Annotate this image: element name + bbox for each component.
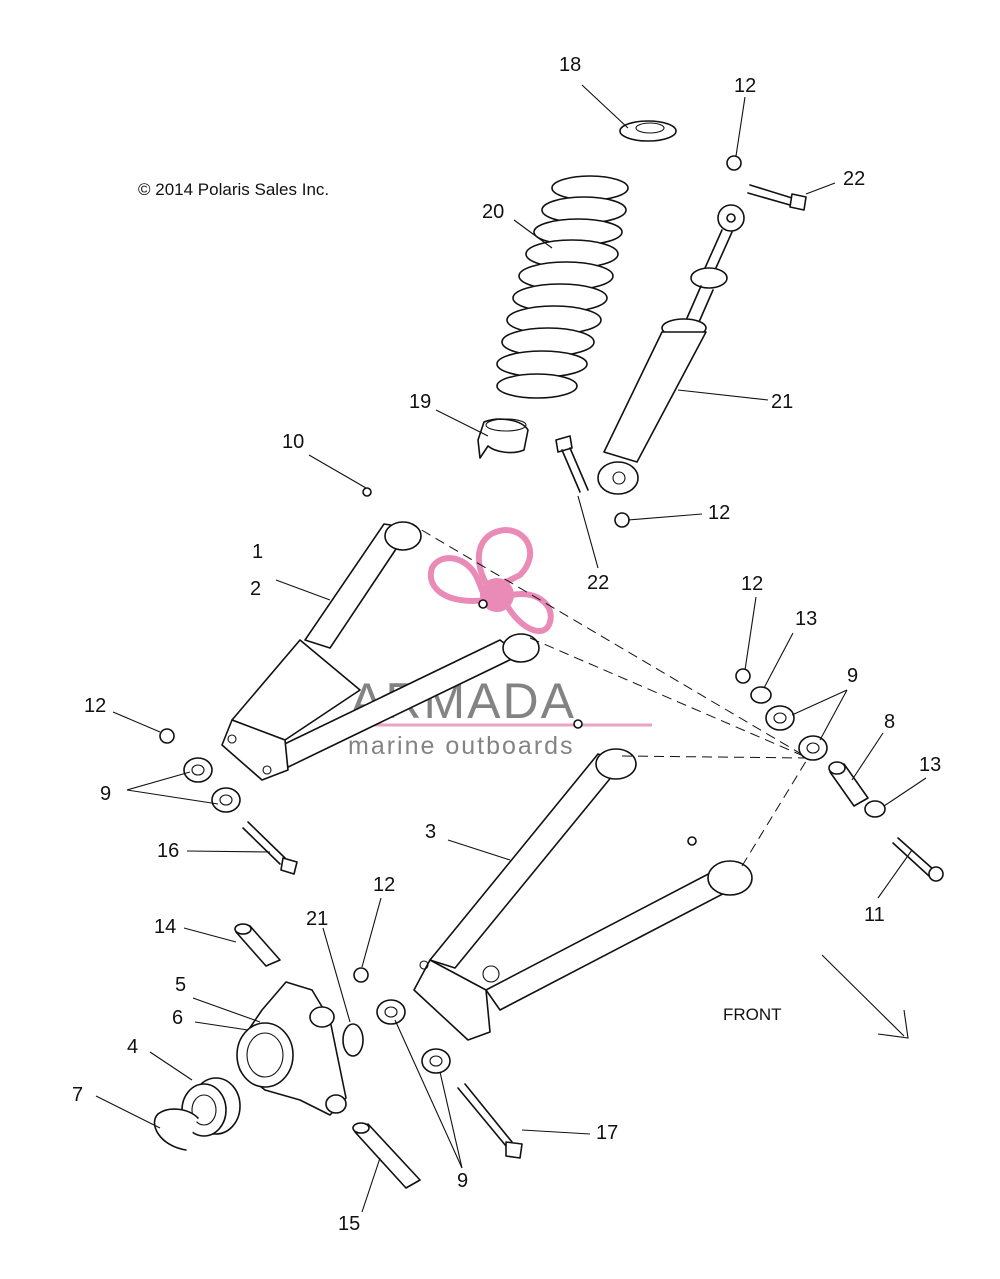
callout-9: 9 [100,783,111,805]
callout-17: 17 [596,1122,618,1144]
alignment-line-4 [741,757,809,867]
nut-knuckle [353,967,369,983]
callout-4: 4 [127,1036,138,1058]
callout-labels: 18 12 22 20 21 19 10 12 1 2 22 12 13 9 1… [72,54,941,1235]
bushing-lower-1 [376,999,406,1025]
bushing-left-1 [183,757,213,783]
callout-15: 15 [338,1213,360,1235]
bushing-left-2 [211,787,241,813]
callout-13: 13 [795,608,817,630]
pin-14 [234,923,281,967]
grease-fitting-right [687,836,697,846]
leader-lines [95,84,927,1213]
callout-9: 9 [457,1170,468,1192]
sleeve [828,761,869,807]
o-ring [342,1023,364,1057]
upper-a-arm [221,521,540,781]
callout-16: 16 [157,840,179,862]
callout-11: 11 [864,904,885,926]
alignment-line-2 [529,637,809,759]
bolt-17 [457,1083,523,1159]
callout-22: 22 [587,572,609,594]
callout-18: 18 [559,54,581,76]
callout-19: 19 [409,391,431,413]
grease-fitting-mid [478,599,488,609]
callout-8: 8 [884,711,895,733]
knuckle-housing [236,981,347,1116]
bolt-lower [555,435,589,493]
grease-fitting-lower [573,719,583,729]
bolt-upper [747,184,807,211]
spring-retainer-clip [619,120,677,142]
callout-13: 13 [919,754,941,776]
nut-shock-lower [614,512,630,528]
front-label: FRONT [723,1005,782,1024]
callout-3: 3 [425,821,436,843]
shock-absorber [597,204,745,495]
spring-seat [477,418,529,459]
washer-upper [750,686,772,704]
callout-12: 12 [734,75,756,97]
alignment-line-3 [621,755,809,759]
watermark-tagline: marine outboards [348,732,575,760]
snap-ring [153,1108,199,1151]
grease-fitting-upper [362,487,372,497]
nut-right [735,668,751,684]
callout-12: 12 [708,502,730,524]
front-direction-arrow [821,954,909,1039]
lower-a-arm [413,748,753,1041]
bolt-16 [242,821,298,875]
bushing-right-1 [765,705,795,731]
callout-12: 12 [373,874,395,896]
callout-5: 5 [175,974,186,996]
callout-21: 21 [771,391,793,413]
nut-upper [726,155,742,171]
callout-20: 20 [482,201,504,223]
callout-1: 1 [252,541,263,563]
coil-spring [496,175,629,399]
alignment-line-1 [407,521,809,759]
propeller-icon [427,526,554,635]
callout-22: 22 [843,168,865,190]
pivot-bolt [892,837,944,882]
pin-15 [352,1122,421,1189]
washer-lower [864,800,886,818]
callout-6: 6 [172,1007,183,1029]
callout-7: 7 [72,1084,83,1106]
copyright-text: © 2014 Polaris Sales Inc. [138,180,329,199]
callout-21: 21 [306,908,328,930]
callout-12: 12 [84,695,106,717]
callout-12: 12 [741,573,763,595]
callout-14: 14 [154,916,176,938]
nut-left [159,728,175,744]
callout-9: 9 [847,665,858,687]
callout-2: 2 [250,578,261,600]
bushing-lower-2 [421,1048,451,1074]
bushing-right-2 [798,735,828,761]
callout-10: 10 [282,431,304,453]
